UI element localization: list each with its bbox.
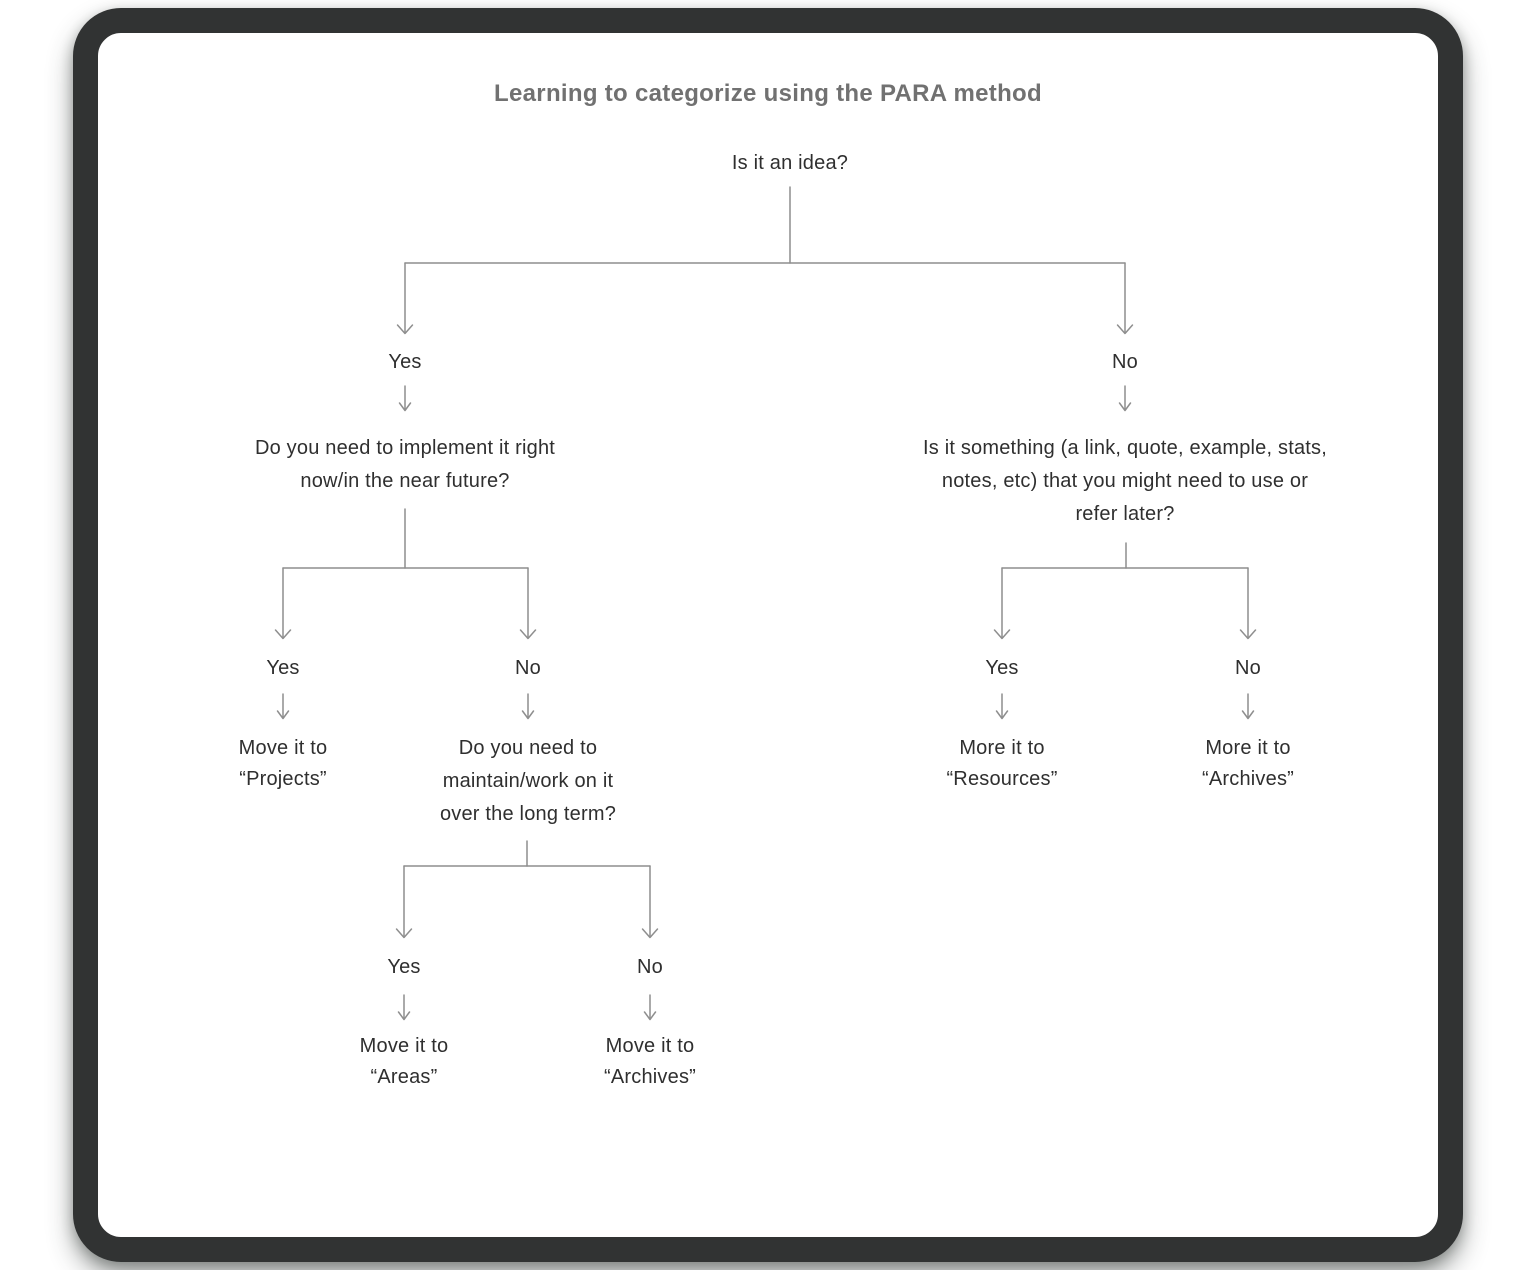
node-result-areas: Move it to “Areas”: [359, 1035, 449, 1088]
label-yes-reference: Yes: [985, 657, 1019, 679]
card-frame: [73, 8, 1463, 1262]
node-result-archives-left: Move it to “Archives”: [603, 1035, 697, 1088]
connector-reference-split: [993, 542, 1257, 640]
label-yes-implement: Yes: [266, 657, 300, 679]
page-title: Learning to categorize using the PARA me…: [494, 80, 1042, 107]
arrow-down-icon: [995, 693, 1255, 720]
connector-root-split: [396, 186, 1134, 335]
arrow-down-icon: [398, 385, 1132, 412]
node-result-archives-right: More it to “Archives”: [1201, 737, 1295, 790]
node-root-question: Is it an idea?: [731, 152, 849, 174]
arrow-down-icon: [397, 994, 657, 1021]
label-no-maintain: No: [637, 956, 663, 978]
node-result-resources: More it to “Resources”: [946, 737, 1058, 790]
label-yes-level1: Yes: [388, 351, 422, 373]
connector-maintain-split: [395, 840, 659, 939]
node-question-reference: Is it something (a link, quote, example,…: [922, 437, 1328, 525]
node-result-projects: Move it to “Projects”: [238, 737, 328, 790]
arrow-down-icon: [276, 693, 535, 720]
label-no-level1: No: [1112, 351, 1138, 373]
label-no-implement: No: [515, 657, 541, 679]
label-no-reference: No: [1235, 657, 1261, 679]
node-question-maintain: Do you need to maintain/work on it over …: [439, 737, 617, 825]
node-question-implement: Do you need to implement it right now/in…: [254, 437, 556, 492]
label-yes-maintain: Yes: [387, 956, 421, 978]
connector-implement-split: [274, 508, 537, 640]
